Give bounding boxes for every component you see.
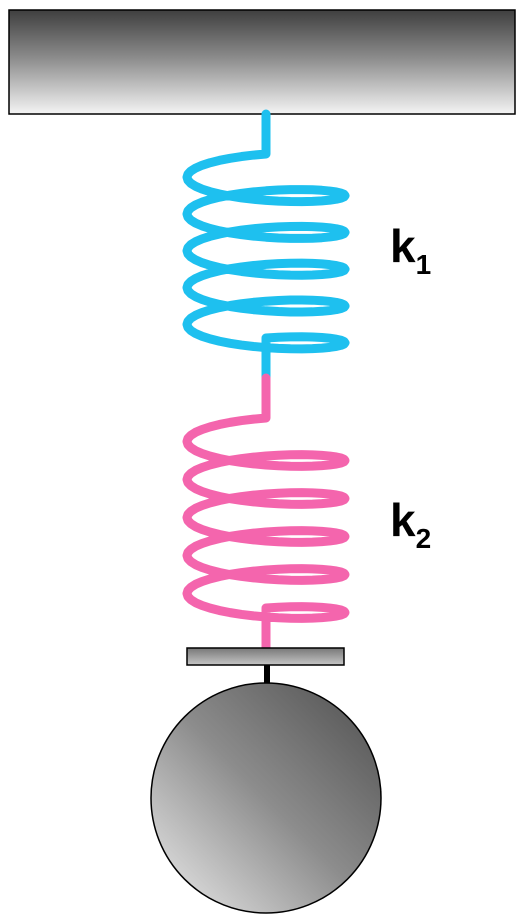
hanger-plate: [186, 647, 345, 666]
label-k2: k2: [390, 494, 431, 554]
spring-k1: [182, 109, 350, 383]
hanger-rod: [264, 665, 270, 689]
label-k1: k1: [390, 220, 431, 280]
hanging-mass: [150, 682, 382, 914]
spring-k2: [182, 373, 350, 653]
ceiling-support: [8, 9, 516, 115]
